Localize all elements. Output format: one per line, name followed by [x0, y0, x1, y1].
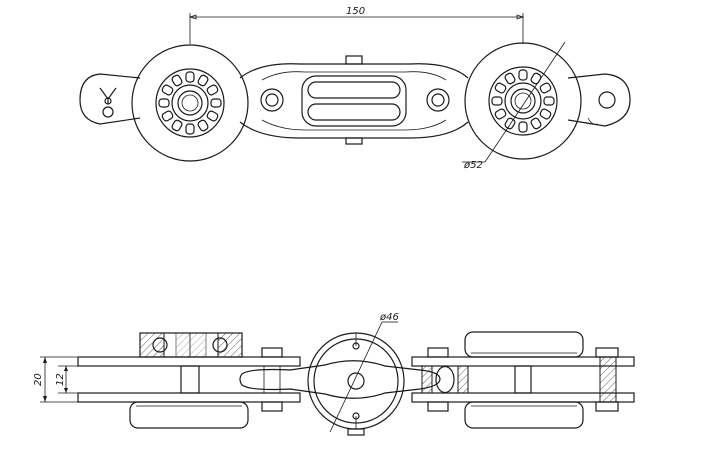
right-upper-roller — [464, 331, 584, 358]
dimension-span-label: 150 — [346, 6, 365, 17]
central-link-inner — [261, 71, 447, 131]
left-bearing-ball — [171, 74, 183, 87]
roller-diameter-label: ø52 — [463, 160, 483, 171]
overall-height-label: 20 — [33, 373, 44, 386]
right-roller — [464, 42, 582, 160]
left-bearing-ball — [210, 98, 222, 108]
central-link-body — [239, 63, 469, 139]
left-bearing-ball — [197, 74, 209, 87]
right-lower-roller — [464, 401, 584, 429]
central-link-arm — [239, 360, 441, 399]
right-bearing-ball — [530, 117, 542, 130]
right-spacer-section — [421, 365, 469, 394]
left-pin-head-bottom — [261, 401, 283, 412]
right-bearing-ball — [518, 121, 528, 133]
dimension-span: 150 — [188, 6, 525, 44]
right-axle — [514, 365, 532, 394]
left-bearing-ball — [158, 98, 170, 108]
left-bearing-ball — [185, 71, 195, 83]
central-pulley-groove-bottom — [307, 103, 401, 121]
right-bearing-ball — [504, 72, 516, 85]
central-pulley-outer — [301, 75, 407, 127]
right-bearing-ball — [530, 72, 542, 85]
right-mount-hole — [598, 91, 616, 109]
dimension-pulley-diameter: ø46 — [329, 312, 399, 433]
left-lower-plate — [77, 392, 301, 403]
left-roller — [131, 44, 249, 162]
right-pin-head-top — [427, 347, 449, 358]
left-bushing-outer — [260, 88, 284, 112]
left-bracket-arm — [79, 73, 141, 125]
left-axle — [180, 365, 200, 394]
left-bearing-ball — [161, 84, 174, 96]
central-pulley — [307, 332, 405, 436]
left-bearing-ball — [161, 110, 174, 122]
left-mount-hole — [102, 106, 114, 118]
left-pin-shaft — [263, 365, 281, 394]
mount-symbol-dot — [104, 97, 112, 105]
right-bushing-inner — [431, 93, 445, 107]
left-pin-head-top — [261, 347, 283, 358]
dimension-heights: 20 12 — [33, 356, 78, 403]
right-bearing-ball — [518, 69, 528, 81]
side-view: ø46 20 12 — [33, 312, 635, 436]
left-upper-plate — [77, 356, 301, 367]
right-bearing-ball — [494, 108, 507, 120]
top-view: 150 ø52 — [79, 6, 631, 171]
right-bushing-outer — [426, 88, 450, 112]
central-pulley-groove-top — [307, 81, 401, 99]
left-bearing-ball — [171, 119, 183, 132]
right-bearing-ball — [543, 96, 555, 106]
dimension-roller-diameter: ø52 — [462, 41, 566, 171]
left-bearing-ball — [197, 119, 209, 132]
right-bearing-ball — [539, 108, 552, 120]
left-bearing-ball — [206, 110, 219, 122]
right-bracket-arm — [567, 73, 631, 127]
right-arm-break-line — [587, 117, 599, 125]
mount-symbol — [99, 87, 117, 104]
pulley-diameter-label: ø46 — [379, 312, 399, 323]
right-bearing-ball — [539, 82, 552, 94]
right-end-pin-section — [595, 347, 619, 412]
left-bearing-ball — [185, 123, 195, 135]
right-bearing-ball — [494, 82, 507, 94]
right-bearing-ball — [491, 96, 503, 106]
left-bearing-ball — [206, 84, 219, 96]
right-pin-head-bottom — [427, 401, 449, 412]
bottom-pin — [345, 137, 363, 145]
top-pin — [345, 55, 363, 65]
inner-height-label: 12 — [55, 373, 66, 386]
right-bearing-ball — [504, 117, 516, 130]
left-lower-roller — [129, 401, 249, 429]
left-bearing-section — [139, 332, 243, 358]
left-bushing-inner — [265, 93, 279, 107]
